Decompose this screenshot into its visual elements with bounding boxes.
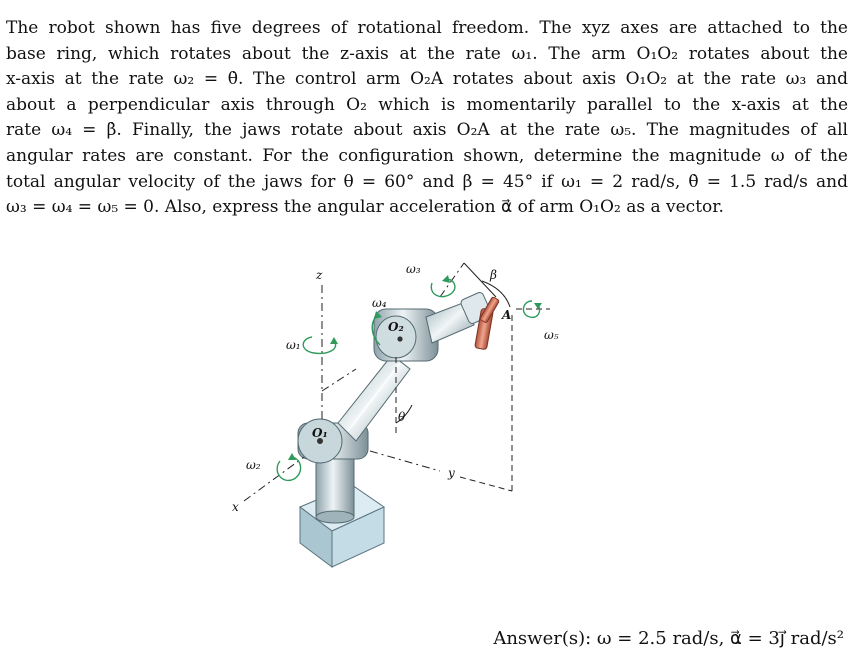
x-axis	[243, 456, 305, 502]
jaws	[474, 296, 500, 350]
axes	[243, 262, 550, 502]
omega5-arrow	[522, 300, 541, 319]
label-x: x	[232, 500, 239, 514]
label-omega2: ω₂	[246, 458, 261, 472]
beta-arc	[481, 280, 511, 308]
omega2-arrow	[276, 456, 302, 482]
problem-line: The robot shown has five degrees of rota…	[6, 18, 848, 38]
problem-line: angular rates are constant. For the conf…	[6, 145, 848, 166]
arm-o1o2	[337, 354, 411, 442]
o1o2-axis	[321, 368, 357, 392]
theta-arc	[395, 404, 413, 424]
rotation-arrows	[276, 275, 542, 482]
label-omega4: ω₄	[372, 296, 387, 310]
problem-line: about a perpendicular axis through O₂ wh…	[6, 94, 848, 115]
robot-figure: z x y ω₁ ω₂ ω₃ ω₄ ω₅ O₁ O₂ A θ β	[232, 262, 559, 568]
problem-line: total angular velocity of the jaws for θ…	[6, 171, 848, 192]
label-y: y	[447, 466, 455, 480]
y-axis-ext	[459, 476, 513, 492]
label-omega3: ω₃	[406, 262, 421, 276]
beta-ref	[463, 262, 497, 298]
label-omega1: ω₁	[286, 338, 301, 352]
label-o2: O₂	[388, 320, 404, 334]
pedestal	[315, 454, 355, 524]
label-o1: O₁	[312, 426, 328, 440]
label-omega5: ω₅	[544, 328, 559, 342]
problem-statement: The robot shown has five degrees of rota…	[6, 16, 848, 221]
problem-line: ω₃ = ω₄ = ω₅ = 0. Also, express the angu…	[6, 197, 724, 218]
omega1-arrow	[302, 336, 337, 355]
problem-line: rate ω₄ = β̇. Finally, the jaws rotate a…	[6, 120, 848, 141]
label-z: z	[315, 268, 323, 282]
answer-line: Answer(s): ω = 2.5 rad/s, α⃗ = 3ȷ⃗ rad/s…	[493, 628, 844, 649]
label-theta: θ	[398, 410, 406, 424]
label-a: A	[501, 308, 511, 322]
problem-line: x-axis at the rate ω₂ = θ̇. The control …	[6, 69, 848, 90]
omega3-arrow	[430, 278, 456, 298]
label-beta: β	[489, 268, 497, 282]
problem-line: base ring, which rotates about the z-axi…	[6, 43, 848, 64]
y-axis	[369, 450, 441, 472]
